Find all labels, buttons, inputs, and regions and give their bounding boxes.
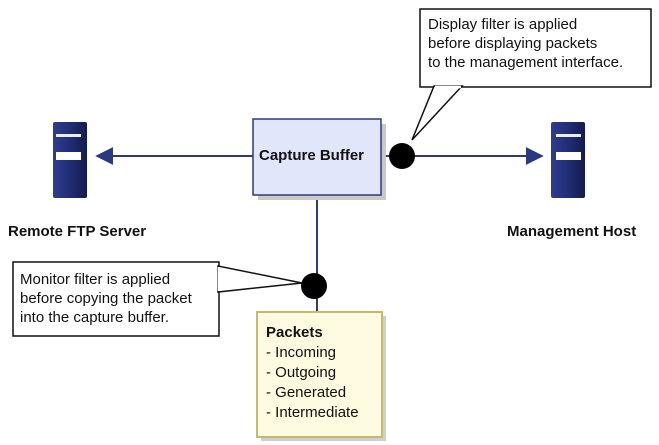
packets-item: - Intermediate: [266, 404, 359, 421]
packets-title: Packets: [266, 324, 323, 341]
remote-ftp-server-label: Remote FTP Server: [8, 223, 147, 240]
packets-item: - Outgoing: [266, 364, 337, 381]
capture-buffer-label: Capture Buffer: [259, 147, 365, 164]
display-filter-point: [389, 143, 415, 169]
display-filter-note-line: Display filter is applied: [428, 16, 578, 33]
packets-item: - Incoming: [266, 344, 337, 361]
monitor-filter-callout: [12, 261, 303, 337]
monitor-filter-note: Monitor filter is applied before copying…: [20, 270, 192, 327]
display-filter-note: Display filter is applied before display…: [428, 15, 623, 72]
monitor-filter-point: [301, 273, 327, 299]
display-filter-note-line: before displaying packets: [428, 35, 598, 52]
monitor-filter-note-line: Monitor filter is applied: [20, 271, 171, 288]
packets-box: [256, 311, 383, 438]
display-filter-callout: [411, 8, 652, 141]
monitor-filter-note-line: into the capture buffer.: [20, 309, 169, 326]
management-host-icon: [551, 122, 585, 198]
packets-list: Packets - Incoming - Outgoing - Generate…: [266, 323, 359, 423]
monitor-filter-note-line: before copying the packet: [20, 290, 192, 307]
packets-item: - Generated: [266, 384, 347, 401]
display-filter-note-line: to the management interface.: [428, 54, 624, 71]
management-host-label: Management Host: [507, 223, 637, 240]
capture-buffer-box: [252, 118, 382, 196]
remote-ftp-server-icon: [53, 122, 87, 198]
